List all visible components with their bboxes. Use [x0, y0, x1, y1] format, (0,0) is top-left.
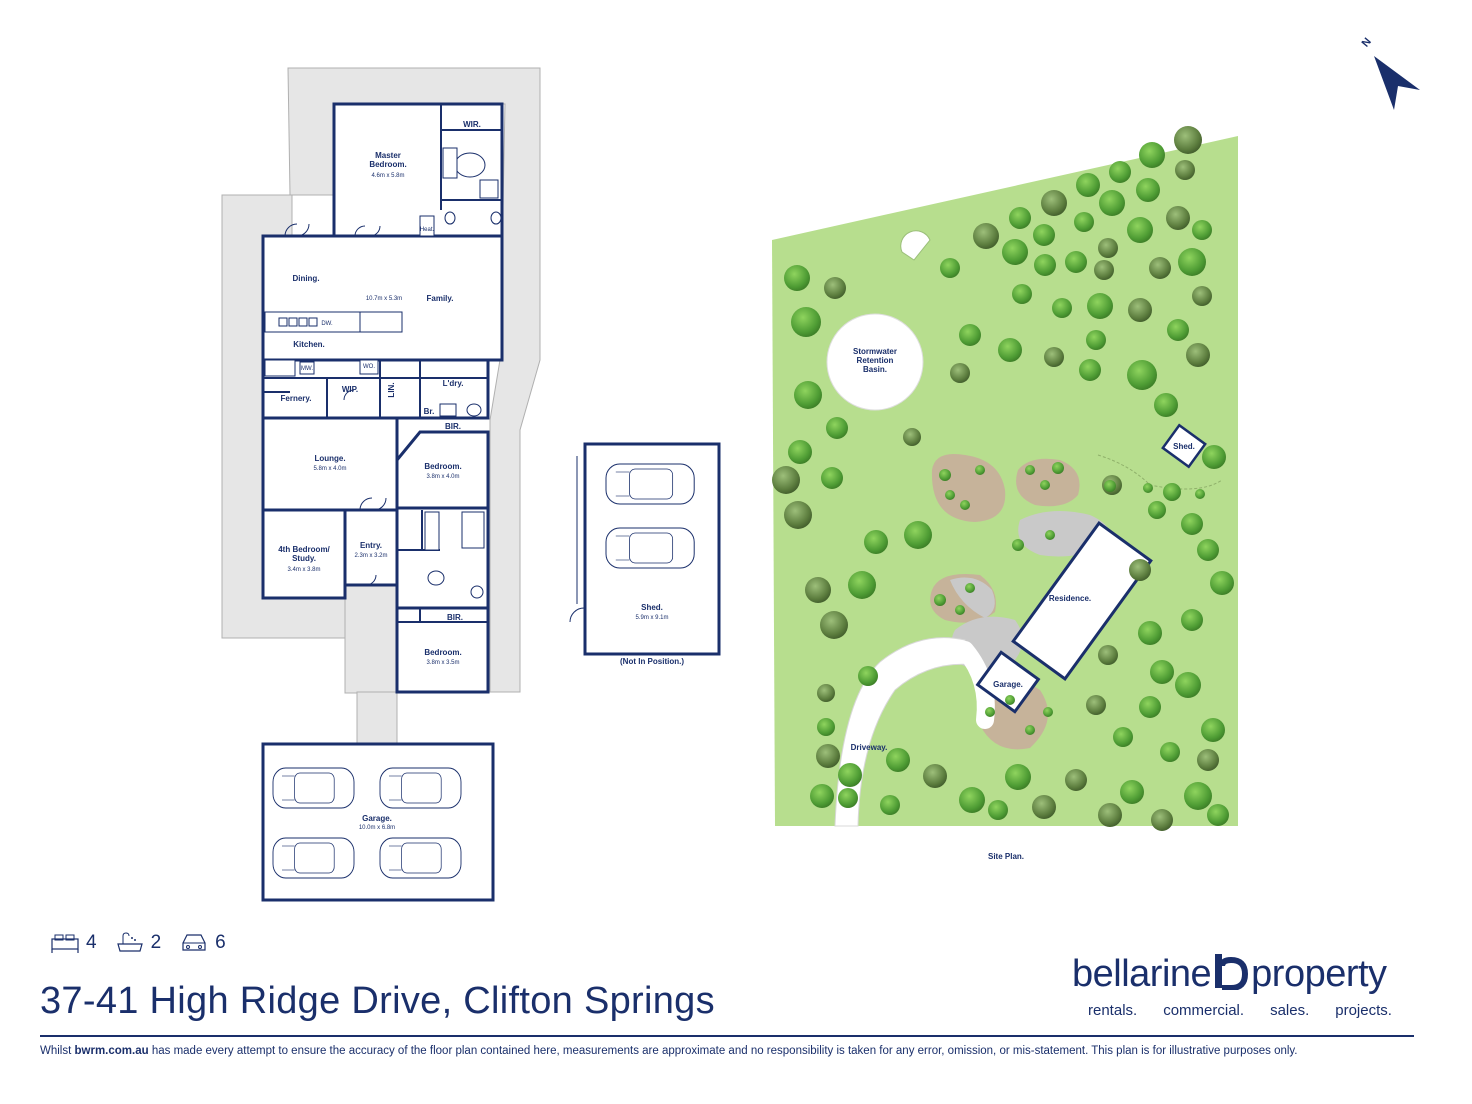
- dw-label: DW.: [321, 321, 333, 327]
- brand-tag-sales: sales.: [1270, 1002, 1310, 1019]
- mw-label: MW.: [301, 366, 313, 372]
- bath-icon: [116, 932, 143, 952]
- brand-name-b: property: [1251, 953, 1387, 995]
- paving-3: [950, 577, 995, 618]
- lounge-dims: 5.8m x 4.0m: [313, 466, 346, 472]
- brand-logo: bellarine property rentals. commercial. s…: [1072, 948, 1412, 1028]
- brand-tag-projects: projects.: [1335, 1002, 1392, 1019]
- footer-rule: [40, 1035, 1414, 1037]
- study-dims: 3.4m x 3.8m: [287, 567, 320, 573]
- lounge-label: Lounge.: [314, 454, 345, 463]
- master-bedroom-dims: 4.6m x 5.8m: [371, 173, 404, 179]
- family-label: Family.: [427, 294, 454, 303]
- wip-label: WIP.: [342, 385, 358, 394]
- site-lot: [772, 136, 1238, 826]
- property-address: 37-41 High Ridge Drive, Clifton Springs: [40, 980, 715, 1022]
- property-stats: 4 2 6: [50, 930, 238, 956]
- fernery-label: Fernery.: [281, 394, 312, 403]
- heat-label: Heat.: [420, 227, 435, 233]
- bir1-label: BIR.: [445, 422, 461, 431]
- lounge-room: [261, 416, 399, 512]
- site-garage-label: Garage.: [993, 680, 1023, 689]
- wo-label: WO.: [363, 364, 375, 370]
- bedroom3-label: Bedroom.: [424, 648, 461, 657]
- bedroom3-dims: 3.8m x 3.5m: [426, 660, 459, 666]
- brand-mark-icon: [1215, 954, 1249, 991]
- living-room: [261, 234, 504, 362]
- wir-label: WIR.: [463, 120, 481, 129]
- shed-dims: 5.9m x 9.1m: [635, 615, 668, 621]
- brand-tag-rentals: rentals.: [1088, 1002, 1138, 1019]
- family-dims: 10.7m x 5.3m: [366, 296, 402, 302]
- brand-name-a: bellarine: [1072, 953, 1212, 995]
- residence-label: Residence.: [1049, 594, 1091, 603]
- cars-count: 6: [215, 932, 226, 953]
- disclaimer-link[interactable]: bwrm.com.au: [74, 1045, 149, 1057]
- shed-plan: Shed. 5.9m x 9.1m (Not In Position.): [569, 442, 721, 666]
- site-plan-title: Site Plan.: [988, 852, 1024, 861]
- garden-bed-1: [931, 454, 1006, 522]
- lin-label: LIN.: [387, 382, 396, 397]
- site-trees: [772, 126, 1234, 831]
- brand-tags: rentals. commercial. sales. projects.: [1088, 1002, 1392, 1019]
- driveway-label: Driveway.: [851, 743, 888, 752]
- car-icon: [182, 934, 206, 951]
- brand-tag-commercial: commercial.: [1163, 1002, 1245, 1019]
- kitchen-label: Kitchen.: [293, 340, 325, 349]
- north-label: N: [1360, 36, 1374, 50]
- dining-label: Dining.: [292, 274, 319, 283]
- ldry-label: L'dry.: [443, 379, 464, 388]
- disclaimer-post: has made every attempt to ensure the acc…: [148, 1045, 1298, 1057]
- north-arrow-icon: N: [1360, 36, 1420, 110]
- site-garage-building: [975, 650, 1041, 714]
- stormwater-basin: [826, 313, 924, 411]
- garage-label: Garage.: [362, 814, 392, 823]
- bir2-label: BIR.: [447, 613, 463, 622]
- bedroom2-room: [395, 430, 490, 510]
- bedrooms-count: 4: [86, 932, 97, 953]
- front-path: [344, 584, 398, 694]
- site-shed-building: [1161, 423, 1207, 469]
- bedroom2-dims: 3.8m x 4.0m: [426, 474, 459, 480]
- bed-icon: [51, 934, 79, 953]
- garage-dims: 10.0m x 6.8m: [359, 825, 395, 831]
- disclaimer-pre: Whilst: [40, 1045, 75, 1057]
- shed-label: Shed.: [641, 603, 663, 612]
- brand-name: bellarine property: [1072, 952, 1387, 996]
- bathrooms-count: 2: [150, 932, 162, 953]
- entry-dims: 2.3m x 3.2m: [354, 553, 387, 559]
- residence-building: [1011, 521, 1153, 681]
- garage-path: [356, 691, 398, 745]
- study-label: 4th Bedroom/Study.: [278, 545, 330, 563]
- site-shed-label: Shed.: [1173, 442, 1195, 451]
- disclaimer: Whilst bwrm.com.au has made every attemp…: [40, 1045, 1298, 1057]
- entry-label: Entry.: [360, 541, 382, 550]
- br-label: Br.: [424, 407, 435, 416]
- bedroom2-label: Bedroom.: [424, 462, 461, 471]
- shed-note: (Not In Position.): [620, 657, 684, 666]
